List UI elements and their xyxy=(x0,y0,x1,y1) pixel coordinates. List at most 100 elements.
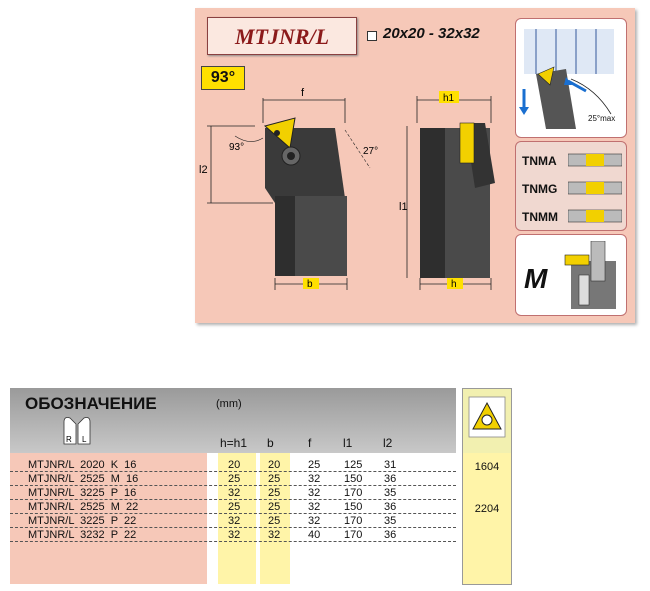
cell-l1: 150 xyxy=(344,501,363,513)
insert-types-box: TNMA TNMG TNMM xyxy=(515,141,627,231)
turning-diagram xyxy=(519,29,614,129)
cell-code: MTJNR/L 3232 P 22 xyxy=(28,529,137,541)
cell-code: MTJNR/L 2020 K 16 xyxy=(28,459,137,471)
angle-27-label: 27° xyxy=(363,146,378,157)
cell-l2: 36 xyxy=(384,529,397,541)
right-left-hand-icon: R L xyxy=(63,417,91,445)
dim-h-label: h xyxy=(451,279,457,290)
cell-b: 25 xyxy=(268,501,281,513)
cell-l2: 36 xyxy=(384,473,397,485)
designation-header: ОБОЗНАЧЕНИЕ xyxy=(25,394,157,413)
angle-93-label: 93° xyxy=(229,142,244,153)
square-shank-icon xyxy=(367,31,377,41)
cell-f: 25 xyxy=(308,459,321,471)
row-divider xyxy=(10,527,456,528)
hand-r-label: R xyxy=(66,435,72,444)
cell-h: 32 xyxy=(228,515,241,527)
unit-label: (mm) xyxy=(216,398,242,410)
tool-drawing: f l2 b 93° 27° h1 l1 h xyxy=(199,87,495,290)
cell-l2: 35 xyxy=(384,487,397,499)
table-row: MTJNR/L 3225 P 16 32 25 32 170 35 xyxy=(10,486,456,500)
cell-h: 25 xyxy=(228,501,241,513)
cell-l1: 170 xyxy=(344,529,363,541)
model-title: MTJNR/L xyxy=(234,24,330,49)
cell-b: 32 xyxy=(268,529,281,541)
lead-angle-badge: 93° xyxy=(201,66,245,90)
cell-b: 25 xyxy=(268,473,281,485)
insert-type-tnma: TNMA xyxy=(522,154,557,168)
cell-l2: 31 xyxy=(384,459,397,471)
insert-code: 1604 xyxy=(474,461,500,473)
cell-b: 25 xyxy=(268,487,281,499)
cell-l2: 36 xyxy=(384,501,397,513)
row-divider xyxy=(10,471,456,472)
model-title-box: MTJNR/L xyxy=(207,17,357,55)
designation-column-bg xyxy=(10,453,207,584)
col-head-b: b xyxy=(267,436,274,450)
dim-h1-label: h1 xyxy=(443,93,455,104)
side-view xyxy=(406,96,495,290)
cell-l1: 170 xyxy=(344,515,363,527)
cell-l1: 170 xyxy=(344,487,363,499)
tnmm-profile-icon xyxy=(568,209,622,223)
tnma-profile-icon xyxy=(568,153,622,167)
clamp-type-box: M xyxy=(515,234,627,316)
cell-b: 25 xyxy=(268,515,281,527)
cell-h: 32 xyxy=(228,529,241,541)
b-column-bg xyxy=(260,453,290,584)
table-row: MTJNR/L 2525 M 22 25 25 32 150 36 xyxy=(10,500,456,514)
cell-code: MTJNR/L 2525 M 16 xyxy=(28,473,139,485)
triangle-insert-icon xyxy=(468,396,506,438)
cell-code: MTJNR/L 3225 P 16 xyxy=(28,487,137,499)
hand-l-label: L xyxy=(82,435,87,444)
row-divider xyxy=(10,485,456,486)
tnmg-profile-icon xyxy=(568,181,622,195)
clamp-mechanism-icon xyxy=(564,241,616,309)
insert-type-tnmm: TNMM xyxy=(522,210,558,224)
cell-l1: 150 xyxy=(344,473,363,485)
cell-f: 40 xyxy=(308,529,321,541)
insert-side-icon xyxy=(459,122,475,164)
col-head-l2: l2 xyxy=(383,436,393,450)
dim-l1-label: l1 xyxy=(399,201,408,213)
insert-column-header xyxy=(462,388,512,455)
table-row: MTJNR/L 2020 K 16 20 20 25 125 31 xyxy=(10,458,456,472)
insert-column-body: 1604 2204 xyxy=(462,453,512,585)
dim-f-label: f xyxy=(301,87,305,99)
col-head-h: h=h1 xyxy=(220,436,248,450)
cell-b: 20 xyxy=(268,459,281,471)
shank-size-range: 20x20 - 32x32 xyxy=(383,25,480,42)
cell-code: MTJNR/L 2525 M 22 xyxy=(28,501,139,513)
cell-f: 32 xyxy=(308,473,321,485)
table-row: MTJNR/L 3232 P 22 32 32 40 170 36 xyxy=(10,528,456,542)
cell-f: 32 xyxy=(308,487,321,499)
insert-code: 2204 xyxy=(474,503,500,515)
cell-h: 25 xyxy=(228,473,241,485)
cell-l2: 35 xyxy=(384,515,397,527)
cell-l1: 125 xyxy=(344,459,363,471)
col-head-l1: l1 xyxy=(343,436,353,450)
designation-table: ОБОЗНАЧЕНИЕ (mm) R L h=h1 b f l1 l2 MTJN… xyxy=(10,388,456,584)
tool-spec-panel: MTJNR/L 20x20 - 32x32 93° f xyxy=(195,8,635,323)
cell-h: 32 xyxy=(228,487,241,499)
insert-type-tnmg: TNMG xyxy=(522,182,558,196)
row-divider xyxy=(10,499,456,500)
dim-b-label: b xyxy=(307,279,313,290)
front-view xyxy=(207,98,371,290)
clamp-type-letter: M xyxy=(524,263,548,294)
table-row: MTJNR/L 2525 M 16 25 25 32 150 36 xyxy=(10,472,456,486)
col-head-f: f xyxy=(308,436,312,450)
h-column-bg xyxy=(218,453,256,584)
application-view-box: 25°max xyxy=(515,18,627,138)
clamp-max-angle: 25°max xyxy=(588,114,616,123)
cell-code: MTJNR/L 3225 P 22 xyxy=(28,515,137,527)
cell-f: 32 xyxy=(308,501,321,513)
cell-h: 20 xyxy=(228,459,241,471)
insert-profile-icons xyxy=(568,153,622,223)
row-divider xyxy=(10,541,456,542)
table-header: ОБОЗНАЧЕНИЕ (mm) R L h=h1 b f l1 l2 xyxy=(10,388,456,453)
dim-l2-label: l2 xyxy=(199,164,208,176)
table-row: MTJNR/L 3225 P 22 32 25 32 170 35 xyxy=(10,514,456,528)
cell-f: 32 xyxy=(308,515,321,527)
